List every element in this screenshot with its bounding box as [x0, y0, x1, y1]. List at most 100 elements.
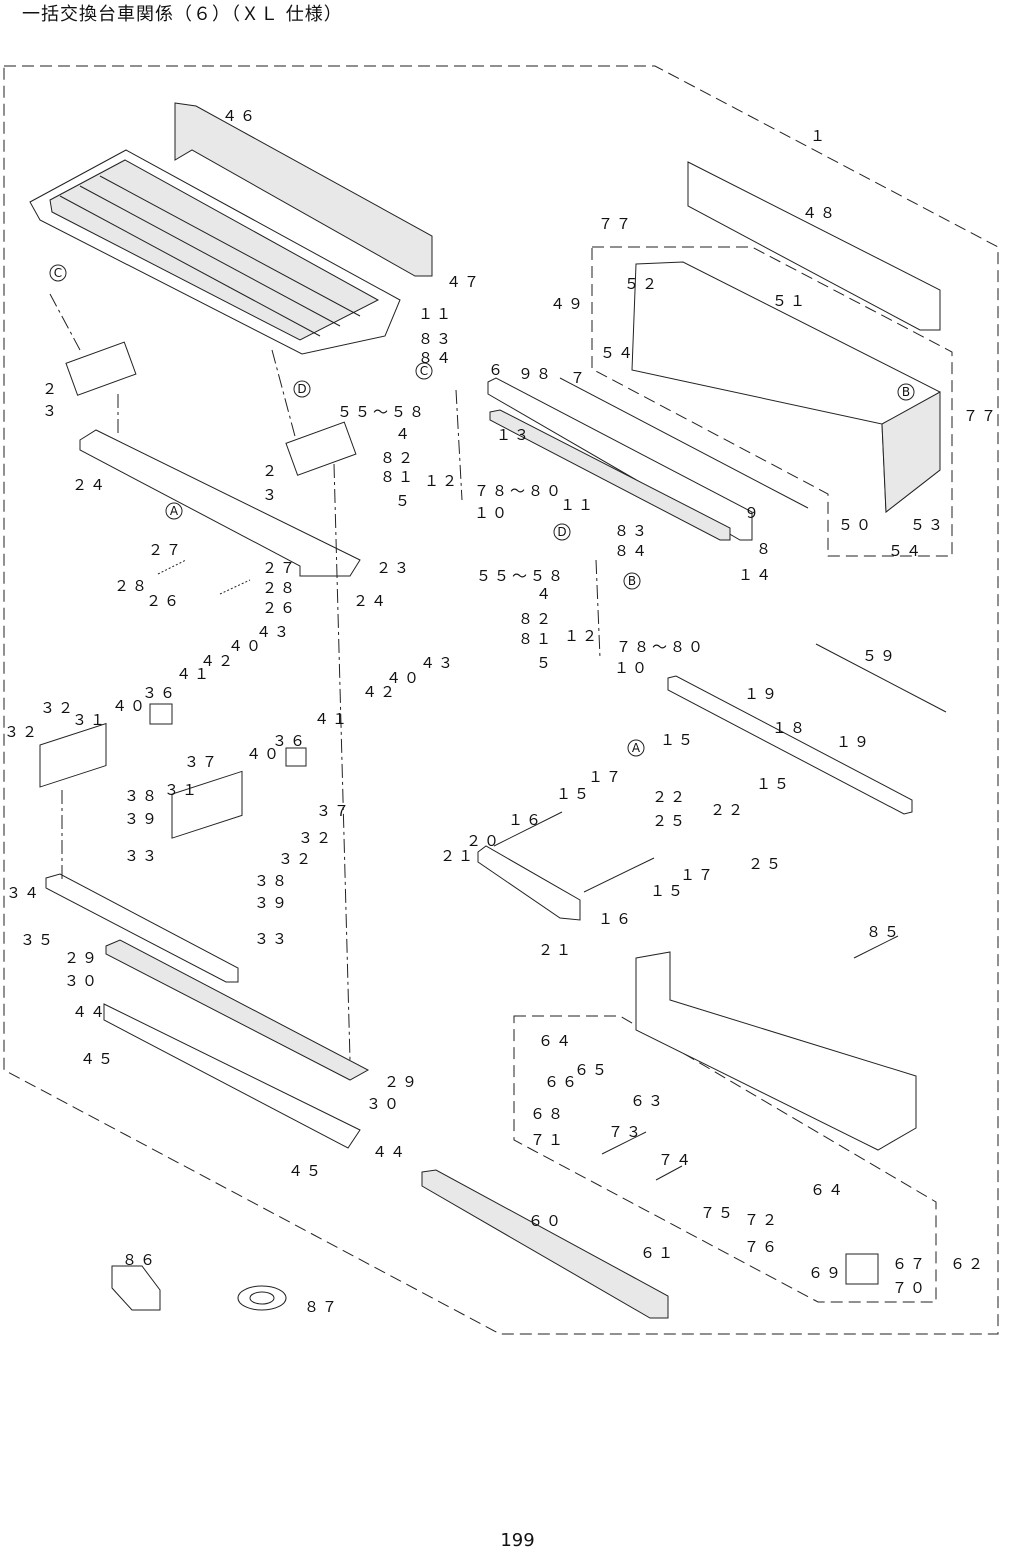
callout-c32b: ３２: [4, 723, 40, 741]
svg-text:B: B: [902, 385, 910, 399]
part-23-plate: [79, 429, 361, 577]
callout-c7880b: ７８～８０: [616, 638, 706, 656]
part-18-bar: [667, 675, 913, 815]
callout-c54a: ５４: [600, 344, 636, 362]
callout-c42a: ４２: [200, 652, 236, 670]
callout-c86: ８６: [122, 1251, 158, 1269]
callout-c60: ６０: [528, 1212, 564, 1230]
callout-c98a: ９８: [518, 365, 554, 383]
part-59-strip: [815, 643, 947, 713]
callout-c76: ７６: [744, 1238, 780, 1256]
part-73-pin: [601, 1131, 647, 1155]
callout-c10b: １０: [614, 659, 650, 677]
part-86-label: [111, 1265, 161, 1311]
callout-c15c: １５: [556, 785, 592, 803]
callout-c84a: ８４: [418, 349, 454, 367]
part-2-guide-block-b: [285, 421, 357, 476]
callout-c14: １４: [738, 566, 774, 584]
callout-c4a: ４: [395, 425, 413, 443]
part-31-slider-a: [39, 722, 107, 788]
callout-c42b: ４２: [362, 683, 398, 701]
callout-c11a: １１: [418, 305, 454, 323]
callout-c83b: ８３: [614, 522, 650, 540]
callout-c81b: ８１: [518, 630, 554, 648]
callout-c45a: ４５: [80, 1050, 116, 1068]
callout-c47: ４７: [446, 273, 482, 291]
marker-c-frame: C: [49, 264, 67, 282]
part-74-pin: [655, 1165, 683, 1181]
callout-c17a: １７: [588, 768, 624, 786]
callout-c87: ８７: [304, 1298, 340, 1316]
callout-c82a: ８２: [380, 449, 416, 467]
callout-c15d: １５: [650, 882, 686, 900]
callout-c30b: ３０: [366, 1095, 402, 1113]
callout-c39b: ３９: [254, 894, 290, 912]
callout-c25a: ２５: [652, 812, 688, 830]
callout-c75: ７５: [700, 1204, 736, 1222]
part-60-cover: [421, 1169, 669, 1319]
callout-c28a: ２８: [114, 577, 150, 595]
part-48-top-cover: [687, 161, 941, 331]
part-46-back-panel: [174, 102, 433, 277]
callout-c62: ６２: [950, 1255, 986, 1273]
callout-c40a: ４０: [228, 637, 264, 655]
part-44-cover: [103, 1003, 361, 1149]
callout-c19a: １９: [744, 685, 780, 703]
callout-c29a: ２９: [64, 949, 100, 967]
part-20-plate: [477, 845, 581, 921]
callout-c44a: ４４: [72, 1003, 108, 1021]
callout-c72: ７２: [744, 1211, 780, 1229]
callout-c64a: ６４: [538, 1032, 574, 1050]
callout-c34: ３４: [6, 884, 42, 902]
part-6-rail: [487, 377, 753, 541]
marker-a-plate: A: [165, 502, 183, 520]
callout-c5b: ５: [536, 654, 554, 672]
svg-text:D: D: [557, 525, 566, 539]
callout-c74: ７４: [658, 1151, 694, 1169]
callout-c33b: ３３: [254, 930, 290, 948]
callout-c61: ６１: [640, 1244, 676, 1262]
part-34-bar: [45, 873, 239, 983]
callout-c67: ６７: [892, 1255, 928, 1273]
callout-c77a: ７７: [598, 215, 634, 233]
callout-c28b: ２８: [262, 579, 298, 597]
marker-a-shaft: A: [627, 739, 645, 757]
callout-c52: ５２: [624, 275, 660, 293]
callout-c10a: １０: [474, 504, 510, 522]
callout-c24b: ２４: [353, 592, 389, 610]
part-28-spring-a: [157, 559, 187, 575]
callout-c21b: ２１: [538, 941, 574, 959]
callout-c70: ７０: [892, 1279, 928, 1297]
part-36-block-b: [285, 747, 307, 767]
callout-c49: ４９: [550, 295, 586, 313]
part-2-guide-block-a: [65, 341, 137, 396]
callout-c15a: １５: [660, 731, 696, 749]
callout-c11b: １１: [560, 496, 596, 514]
callout-c66: ６６: [544, 1073, 580, 1091]
callout-c27a: ２７: [148, 541, 184, 559]
assembly-boundary: [3, 65, 999, 1335]
callout-c24a: ２４: [72, 476, 108, 494]
callout-c38b: ３８: [254, 872, 290, 890]
callout-c31b: ３１: [164, 781, 200, 799]
callout-c39a: ３９: [124, 810, 160, 828]
callout-c38a: ３８: [124, 787, 160, 805]
callout-c65: ６５: [574, 1061, 610, 1079]
callout-c50: ５０: [838, 516, 874, 534]
part-16-shaft-a: [493, 811, 563, 847]
callout-c82b: ８２: [518, 610, 554, 628]
callout-c81a: ８１: [380, 468, 416, 486]
callout-c4b: ４: [536, 585, 554, 603]
callout-c68: ６８: [530, 1105, 566, 1123]
callout-c30a: ３０: [64, 972, 100, 990]
svg-text:C: C: [54, 266, 62, 280]
part-85-rod: [853, 935, 899, 959]
svg-text:A: A: [170, 504, 179, 518]
svg-text:A: A: [632, 741, 641, 755]
callout-c22a: ２２: [652, 788, 688, 806]
group-49-boundary: [591, 246, 953, 557]
callout-c63: ６３: [630, 1092, 666, 1110]
callout-c40b: ４０: [386, 669, 422, 687]
callout-c44b: ４４: [372, 1143, 408, 1161]
